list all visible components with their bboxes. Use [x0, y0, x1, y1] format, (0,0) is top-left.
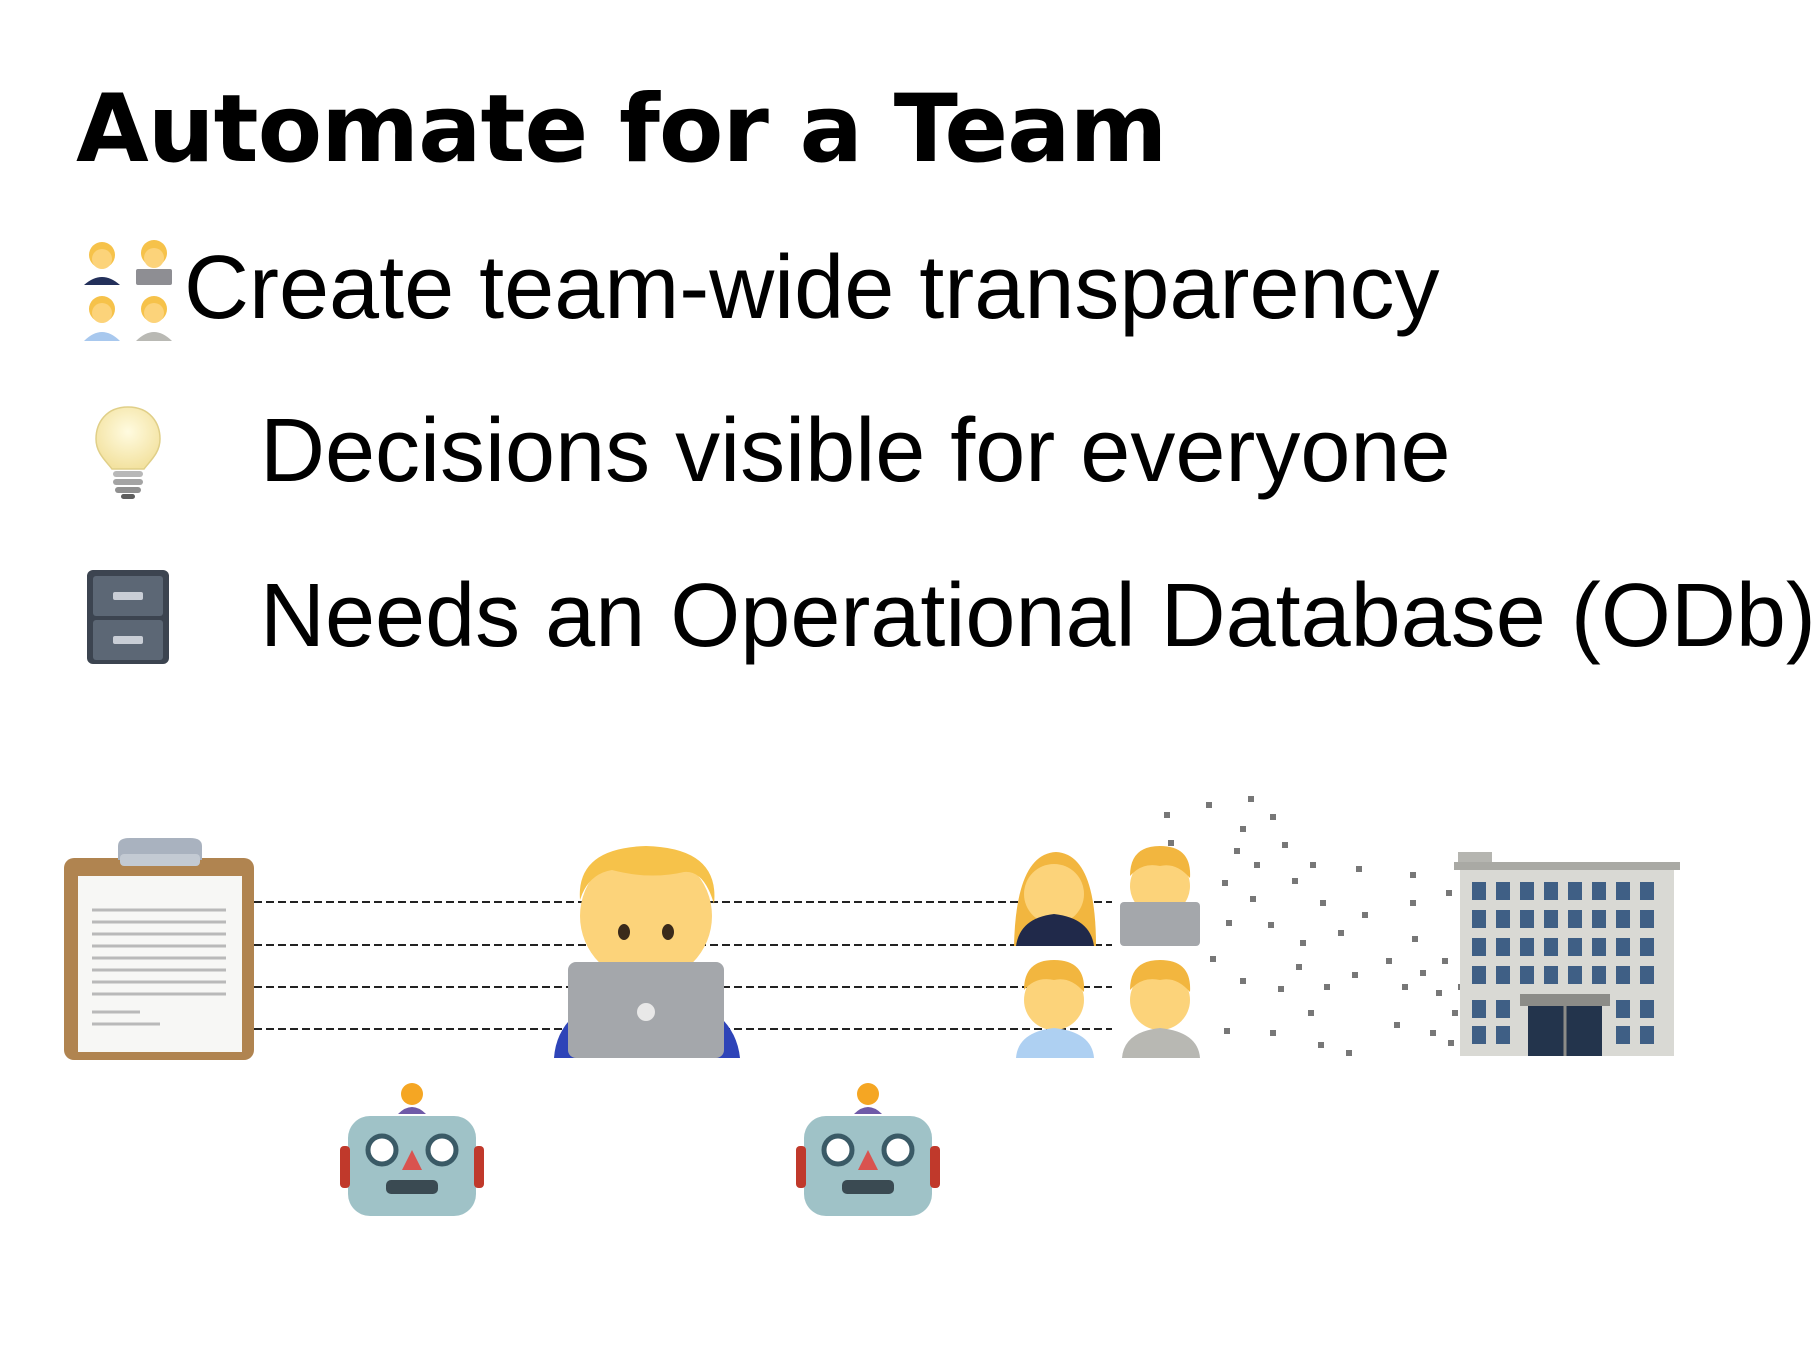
bullet-operational-database: Needs an Operational Database (ODb): [72, 561, 1816, 671]
lightbulb-icon: [72, 396, 184, 506]
connector-lines: [254, 901, 1112, 1030]
team-icon: [1014, 846, 1200, 1058]
clipboard-icon: [64, 838, 254, 1060]
dissolve-pixels: [1164, 796, 1464, 1056]
developer-icon: [554, 846, 740, 1058]
robot-icon: [796, 1083, 940, 1216]
robot-icon: [340, 1083, 484, 1216]
slide-title: Automate for a Team: [76, 75, 1167, 184]
bullet-text: Create team-wide transparency: [184, 238, 1440, 338]
bullet-text: Decisions visible for everyone: [260, 401, 1451, 501]
file-cabinet-icon: [72, 561, 184, 671]
bullet-team-transparency: Create team-wide transparency: [72, 233, 1440, 343]
bullet-decisions-visible: Decisions visible for everyone: [72, 396, 1451, 506]
office-building-icon: [1454, 852, 1680, 1056]
bullet-text: Needs an Operational Database (ODb): [260, 566, 1816, 666]
team-icon: [72, 233, 184, 343]
